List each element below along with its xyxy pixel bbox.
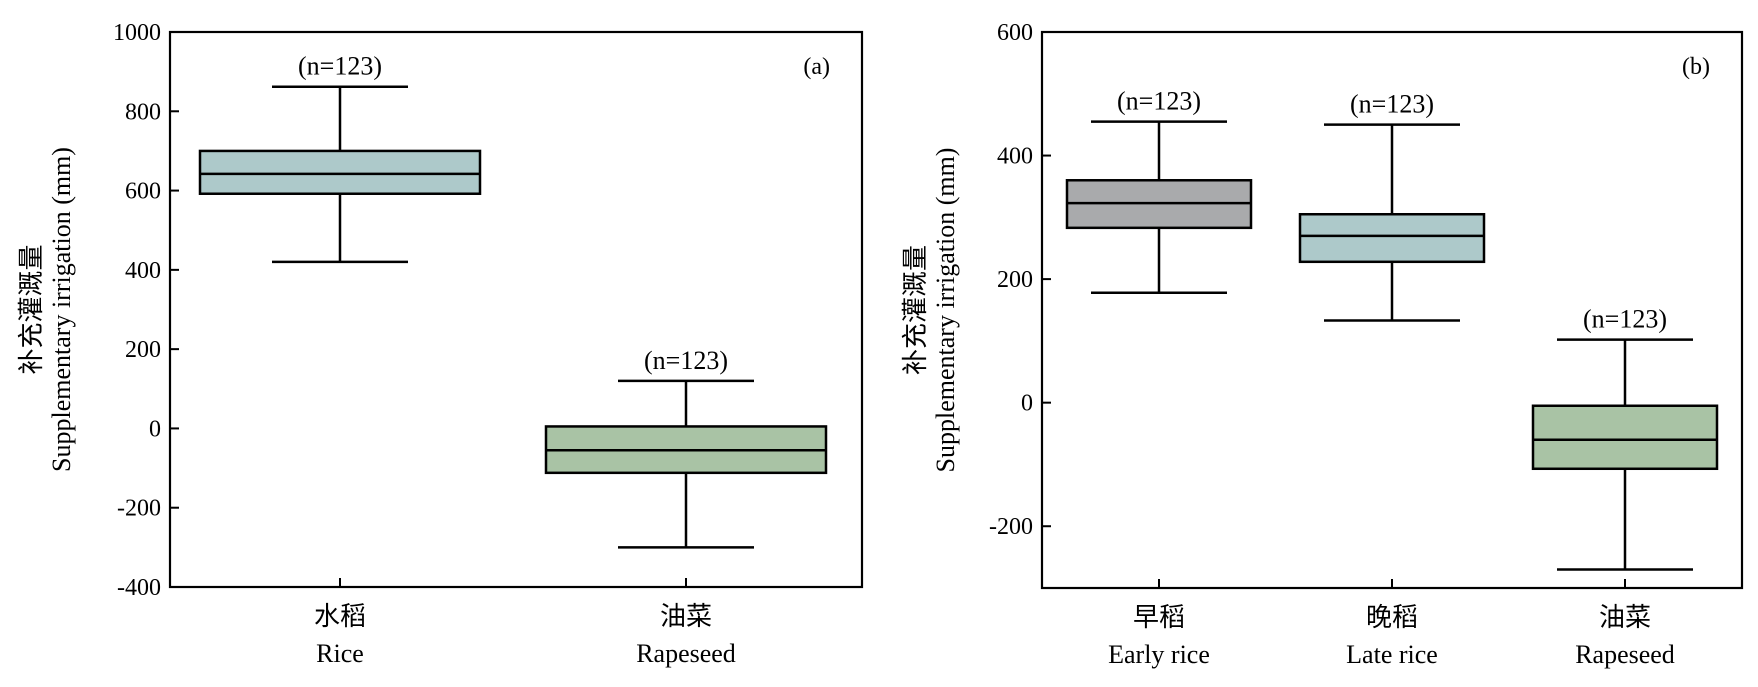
iqr-box (1531, 404, 1719, 471)
plot-frame (168, 30, 864, 589)
n-label: (n=123) (1583, 305, 1667, 334)
box-1: (n=123) 水稻 Rice (198, 52, 482, 668)
y-tick-label: -200 (989, 514, 1033, 540)
x-category-label: Early rice (1108, 640, 1210, 669)
y-tick-label: 1000 (113, 20, 161, 46)
y-tick-label: -200 (117, 496, 161, 522)
y-tick-label: 0 (149, 416, 161, 442)
y-axis-title: 补充灌溉量 (17, 244, 46, 374)
y-tick-label: 400 (125, 258, 161, 284)
y-axis-title: Supplementary irrigation (mm) (47, 147, 76, 472)
y-tick-label: 400 (997, 144, 1033, 170)
y-axis-title: Supplementary irrigation (mm) (931, 148, 960, 473)
panel-label: (a) (803, 54, 830, 80)
x-category-label: Rapeseed (636, 639, 736, 668)
x-category-label: Rice (316, 639, 364, 668)
n-label: (n=123) (644, 346, 728, 375)
y-tick-label: 200 (125, 337, 161, 363)
panel-label: (b) (1682, 54, 1710, 80)
x-category-label: 早稻 (1133, 603, 1185, 632)
x-category-label: 水稻 (314, 602, 366, 631)
y-tick-label: 600 (125, 179, 161, 205)
box-1: (n=123) 早稻 Early rice (1065, 87, 1253, 669)
x-category-label: 油菜 (660, 602, 712, 631)
x-category-label: 晚稻 (1366, 603, 1418, 632)
y-tick-label: 200 (997, 267, 1033, 293)
n-label: (n=123) (1117, 87, 1201, 116)
n-label: (n=123) (298, 52, 382, 81)
box-2: (n=123) 油菜 Rapeseed (544, 346, 828, 668)
y-tick-label: 0 (1021, 391, 1033, 417)
y-axis-title: 补充灌溉量 (901, 245, 930, 375)
box-3: (n=123) 油菜 Rapeseed (1531, 305, 1719, 669)
y-tick-label: 600 (997, 20, 1033, 46)
y-tick-label: 800 (125, 99, 161, 125)
y-tick-label: -400 (117, 575, 161, 601)
x-category-label: Rapeseed (1575, 640, 1675, 669)
n-label: (n=123) (1350, 90, 1434, 119)
x-category-label: 油菜 (1599, 603, 1651, 632)
iqr-box (198, 149, 482, 195)
box-2: (n=123) 晚稻 Late rice (1298, 90, 1486, 669)
x-category-label: Late rice (1346, 640, 1438, 669)
iqr-box (1298, 212, 1486, 264)
